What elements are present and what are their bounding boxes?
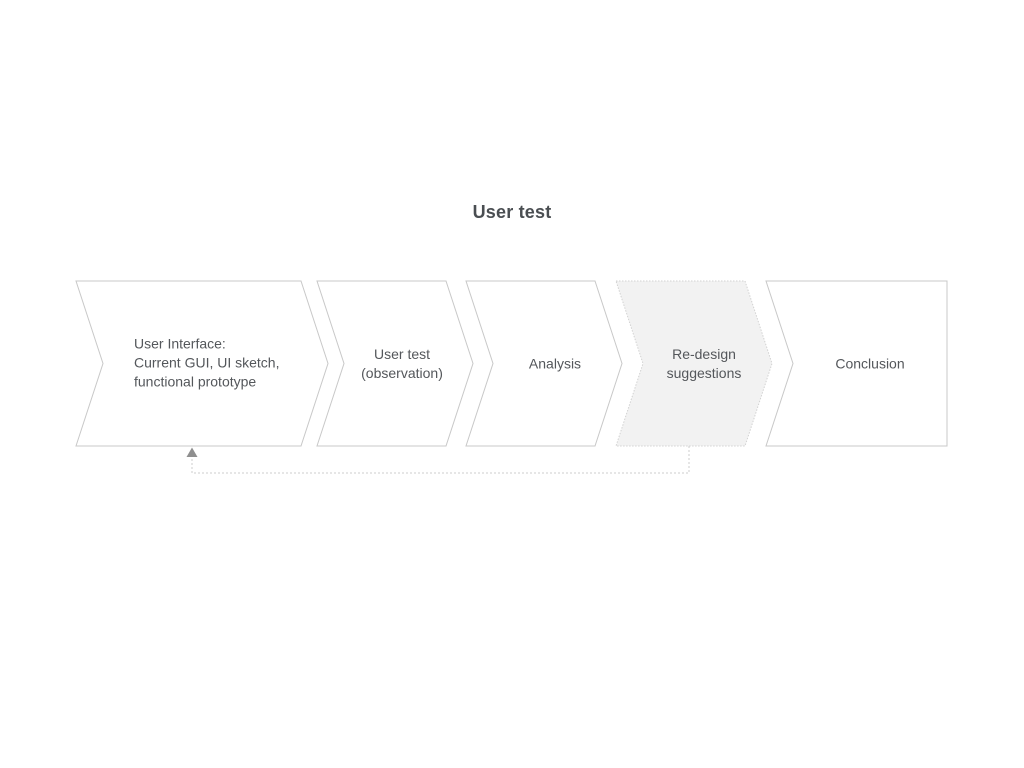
diagram-title: User test xyxy=(472,202,552,222)
flow-step-2-label: User test (observation) xyxy=(361,346,443,381)
flow-step-2-shape xyxy=(316,280,474,447)
flow-step-4-shape xyxy=(615,280,773,447)
flow-step-3-shape xyxy=(465,280,623,447)
flow-step-4-label: Re-design suggestions xyxy=(666,346,742,381)
flow-step-5-shape xyxy=(765,280,948,447)
flow-step-3-label: Analysis xyxy=(528,355,582,372)
flow-step-5-label: Conclusion xyxy=(835,355,905,372)
flow-step-1-shape xyxy=(75,280,329,447)
feedback-loop-arrowhead-icon xyxy=(186,447,198,457)
feedback-loop-line xyxy=(191,446,690,474)
flow-step-1-label: User Interface: Current GUI, UI sketch, … xyxy=(134,335,280,390)
